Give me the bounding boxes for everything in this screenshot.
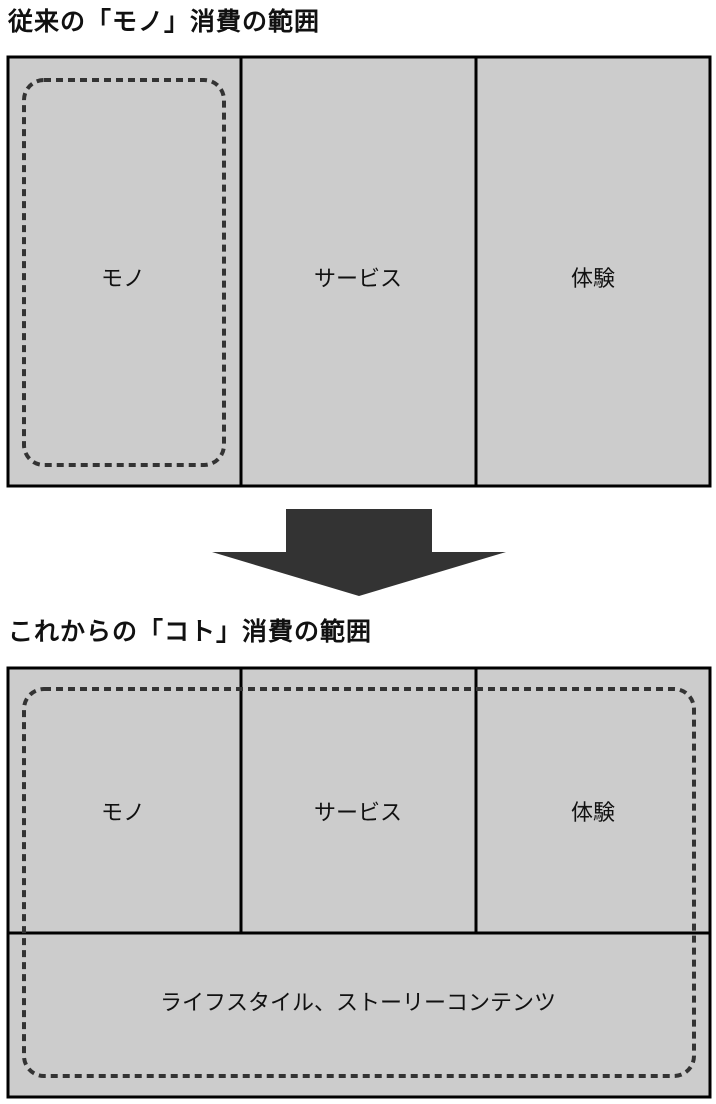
- top-scope-dashed-outline: [22, 78, 226, 467]
- bottom-title: これからの「コト」消費の範囲: [8, 617, 373, 646]
- top-cell-experience: 体験: [570, 267, 616, 292]
- down-arrow-icon: [212, 509, 506, 596]
- bottom-cell-experience: 体験: [570, 801, 616, 826]
- top-title: 従来の「モノ」消費の範囲: [8, 7, 321, 36]
- bottom-panel: [6, 666, 712, 1099]
- bottom-scope-dashed-outline: [22, 687, 696, 1078]
- bottom-box: [6, 666, 712, 1099]
- top-cell-mono: モノ: [100, 267, 146, 292]
- bottom-cell-lifestyle: ライフスタイル、ストーリーコンテンツ: [159, 991, 557, 1016]
- top-cell-service: サービス: [313, 267, 403, 292]
- top-panel: [6, 55, 712, 488]
- bottom-cell-service: サービス: [313, 801, 403, 826]
- bottom-cell-mono: モノ: [100, 801, 146, 826]
- top-box: [6, 55, 712, 488]
